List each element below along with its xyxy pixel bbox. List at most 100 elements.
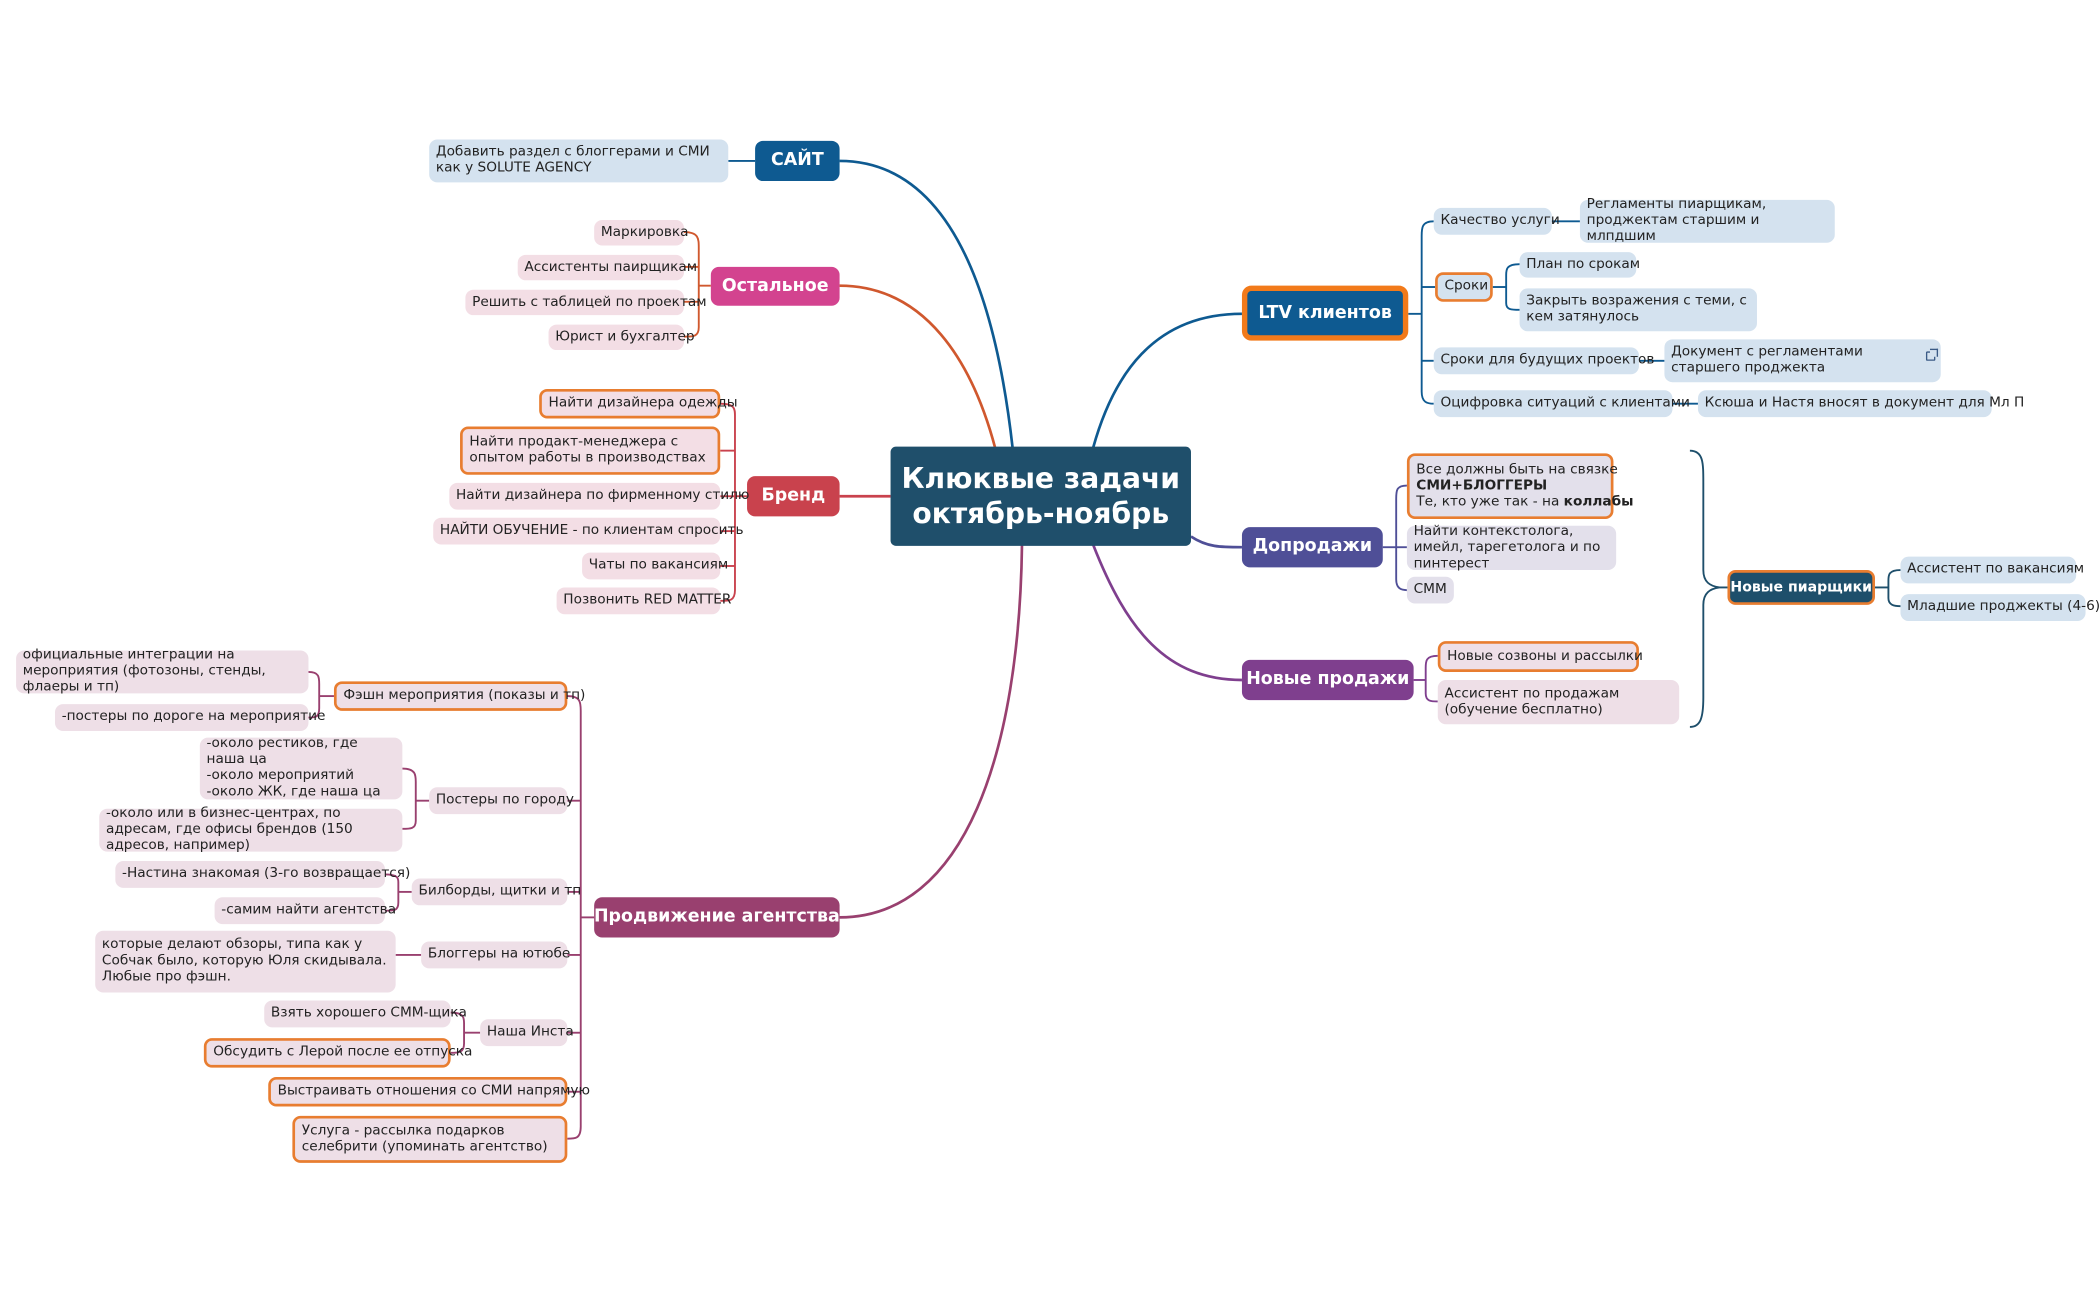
- branch-promo-label: Продвижение агентства: [593, 906, 840, 927]
- central-topic-line-1: Клюквые задачи: [901, 462, 1181, 495]
- other-item-label: Юрист и бухгалтер: [555, 329, 695, 345]
- site-item[interactable]: Добавить раздел с блоггерами и СМИ как у…: [429, 139, 729, 183]
- promo-posters[interactable]: Постеры по городу: [429, 787, 574, 815]
- upsell-bundle-line-3: Те, кто уже так - на коллабы: [1416, 494, 1633, 510]
- ltv-digitization-item[interactable]: Ксюша и Настя вносят в документ для Мл П: [1697, 390, 2025, 418]
- branch-other-label: Остальное: [721, 275, 829, 296]
- promo-posters-item[interactable]: -около или в бизнес-центрах, по адресам,…: [99, 806, 403, 854]
- sales-item-label: Новые созвоны и рассылки: [1447, 648, 1643, 664]
- branch-sales[interactable]: Новые продажи: [1241, 659, 1414, 701]
- central-topic[interactable]: Клюквые задачи октябрь-ноябрь: [890, 446, 1191, 546]
- link-sales: [1091, 544, 1242, 682]
- sales-item-calls[interactable]: Новые созвоны и рассылки: [1437, 641, 1643, 672]
- ltv-future[interactable]: Сроки для будущих проектов: [1433, 347, 1655, 375]
- ltv-digitization[interactable]: Оцифровка ситуаций с клиентами: [1433, 390, 1690, 418]
- upsell-bundle-line-3-bold: коллабы: [1563, 494, 1634, 509]
- upsell-bundle-line-2: СМИ+БЛОГГЕРЫ: [1416, 478, 1548, 493]
- upsell-item-smm[interactable]: СММ: [1406, 576, 1454, 604]
- promo-youtube-label: Блоггеры на ютюбе: [427, 946, 571, 962]
- link-upsell: [1190, 535, 1242, 549]
- promo-fashion-item[interactable]: официальные интеграции на мероприятия (ф…: [16, 647, 309, 695]
- promo-insta[interactable]: Наша Инста: [480, 1019, 574, 1047]
- other-item-label: Маркировка: [600, 224, 689, 240]
- promo-fashion[interactable]: Фэшн мероприятия (показы и тп): [333, 681, 585, 711]
- ltv-quality-item[interactable]: Регламенты пиарщикам, проджектам старшим…: [1579, 197, 1835, 245]
- promo-insta-item[interactable]: Обсудить с Лерой после ее отпуска: [203, 1038, 473, 1068]
- upsell-item-specialists[interactable]: Найти контекстолога, имейл, тарегетолога…: [1406, 524, 1617, 571]
- promo-gifts[interactable]: Услуга - рассылка подарков селебрити (уп…: [292, 1115, 568, 1163]
- brand-item-label: Найти продакт-менеджера с опытом работы …: [469, 434, 706, 466]
- promo-insta-item-label: Взять хорошего СММ-щика: [270, 1005, 467, 1021]
- brand-item-style-designer[interactable]: Найти дизайнера по фирменному стилю: [449, 482, 749, 510]
- brand-item-red-matter[interactable]: Позвонить RED MATTER: [556, 587, 732, 615]
- brand-item-label: Позвонить RED MATTER: [563, 592, 732, 608]
- brand-item-label: НАЙТИ ОБУЧЕНИЕ - по клиентам спросить: [439, 523, 744, 538]
- other-item-assistants[interactable]: Ассистенты паирщикам: [517, 254, 697, 281]
- branch-brand-label: Бренд: [761, 485, 826, 506]
- promo-insta-item-label: Обсудить с Лерой после ее отпуска: [213, 1044, 473, 1060]
- upsell-item-label: СММ: [1413, 582, 1447, 597]
- ltv-terms-item[interactable]: Закрыть возражения с теми, с кем затянул…: [1519, 288, 1757, 332]
- brand-item-label: Чаты по вакансиям: [588, 557, 729, 573]
- promo-media[interactable]: Выстраивать отношения со СМИ напрямую: [268, 1076, 590, 1107]
- ltv-digitization-label: Оцифровка ситуаций с клиентами: [1440, 395, 1690, 411]
- promo-billboards-item[interactable]: -самим найти агентства: [214, 897, 397, 925]
- pr-item-vacancies[interactable]: Ассистент по вакансиям: [1900, 556, 2085, 584]
- summary-new-pr[interactable]: Новые пиарщики: [1727, 570, 1875, 605]
- promo-youtube[interactable]: Блоггеры на ютюбе: [421, 941, 571, 969]
- brand-item-clothes-designer[interactable]: Найти дизайнера одежды: [539, 388, 738, 419]
- sales-item-assistant[interactable]: Ассистент по продажам (обучение бесплатн…: [1437, 679, 1680, 725]
- promo-fashion-item[interactable]: -постеры по дороге на мероприятие: [54, 704, 326, 731]
- ltv-quality-item-label: Регламенты пиарщикам, проджектам старшим…: [1586, 197, 1767, 245]
- branch-brand[interactable]: Бренд: [747, 476, 840, 517]
- promo-insta-label: Наша Инста: [486, 1024, 574, 1040]
- other-item-labeling[interactable]: Маркировка: [594, 219, 689, 246]
- ltv-future-label: Сроки для будущих проектов: [1440, 352, 1655, 368]
- upsell-bundle-line-1: Все должны быть на связке: [1416, 462, 1618, 477]
- ltv-terms-label: Сроки: [1444, 278, 1489, 294]
- external-link-icon[interactable]: [1925, 348, 1939, 361]
- branch-site[interactable]: САЙТ: [755, 140, 840, 182]
- pr-item-juniors[interactable]: Младшие проджекты (4-6): [1900, 594, 2099, 621]
- brand-item-label: Найти дизайнера одежды: [548, 395, 738, 411]
- promo-billboards-item-label: -самим найти агентства: [221, 902, 397, 918]
- promo-youtube-item[interactable]: которые делают обзоры, типа как у Собчак…: [95, 930, 396, 993]
- promo-posters-item[interactable]: -около рестиков, где наша ца -около меро…: [199, 736, 403, 800]
- promo-fashion-item-label: официальные интеграции на мероприятия (ф…: [22, 647, 266, 695]
- branch-ltv[interactable]: LTV клиентов: [1241, 285, 1409, 341]
- ltv-digitization-item-label: Ксюша и Настя вносят в документ для Мл П: [1704, 395, 2025, 411]
- branch-other[interactable]: Остальное: [710, 266, 840, 306]
- link-other: [839, 284, 997, 449]
- ltv-quality-label: Качество услуги: [1440, 213, 1560, 229]
- central-topic-line-2: октябрь-ноябрь: [912, 497, 1170, 530]
- promo-gifts-label: Услуга - рассылка подарков селебрити (уп…: [301, 1123, 548, 1155]
- promo-posters-item-label: -около или в бизнес-центрах, по адресам,…: [105, 806, 353, 854]
- ltv-quality[interactable]: Качество услуги: [1433, 207, 1560, 235]
- ltv-terms-item-label: План по срокам: [1526, 256, 1641, 272]
- promo-billboards[interactable]: Билборды, щитки и тп: [411, 878, 581, 906]
- other-item-lawyer[interactable]: Юрист и бухгалтер: [548, 324, 695, 351]
- promo-fashion-item-label: -постеры по дороге на мероприятие: [61, 709, 326, 725]
- promo-billboards-item[interactable]: -Настина знакомая (3-го возвращается): [115, 861, 410, 888]
- ltv-future-item[interactable]: Документ с регламентами старшего проджек…: [1664, 339, 1941, 383]
- branch-upsell[interactable]: Допродажи: [1241, 527, 1383, 568]
- brand-item-chats[interactable]: Чаты по вакансиям: [582, 552, 729, 580]
- pr-item-label: Ассистент по вакансиям: [1907, 561, 2085, 577]
- brand-item-product-manager[interactable]: Найти продакт-менеджера с опытом работы …: [460, 426, 721, 475]
- pr-item-label: Младшие проджекты (4-6): [1907, 599, 2099, 615]
- ltv-terms-item[interactable]: План по срокам: [1519, 252, 1641, 278]
- promo-insta-item[interactable]: Взять хорошего СММ-щика: [264, 1000, 467, 1028]
- upsell-item-bundle[interactable]: Все должны быть на связке СМИ+БЛОГГЕРЫ Т…: [1406, 453, 1633, 520]
- branch-promo[interactable]: Продвижение агентства: [593, 897, 840, 938]
- ltv-terms[interactable]: Сроки: [1435, 272, 1493, 302]
- branch-site-label: САЙТ: [770, 150, 824, 171]
- other-item-table[interactable]: Решить с таблицей по проектам: [465, 289, 707, 316]
- site-item-label: Добавить раздел с блоггерами и СМИ как у…: [435, 144, 710, 176]
- brand-item-training[interactable]: НАЙТИ ОБУЧЕНИЕ - по клиентам спросить: [433, 517, 744, 545]
- branch-sales-label: Новые продажи: [1246, 669, 1410, 690]
- branch-upsell-label: Допродажи: [1252, 536, 1373, 557]
- promo-posters-label: Постеры по городу: [435, 792, 574, 808]
- promo-youtube-item-label: которые делают обзоры, типа как у Собчак…: [101, 937, 387, 985]
